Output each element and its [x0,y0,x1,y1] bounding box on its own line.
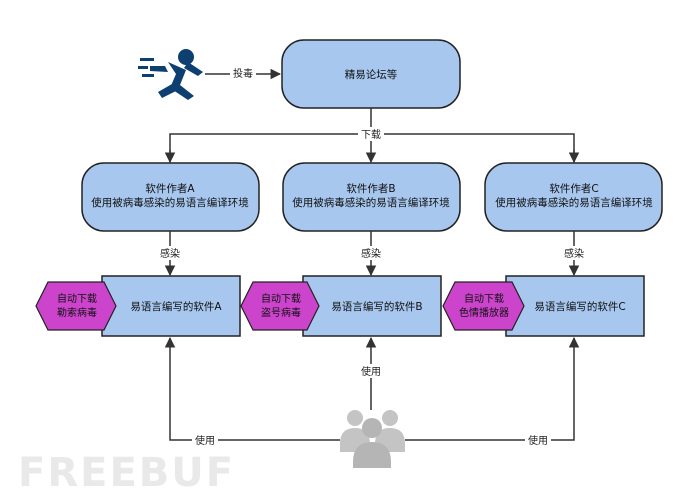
payload-c-hex [442,281,525,331]
users-group-icon [340,410,405,468]
author-c-subtitle: 使用被病毒感染的易语言编译环境 [495,196,653,209]
edge-infect-a-label: 感染 [160,247,180,260]
payload-b-line1: 自动下载 [261,292,301,305]
author-b-subtitle: 使用被病毒感染的易语言编译环境 [292,196,450,209]
edge-use-left [164,336,340,441]
edge-use-right-label: 使用 [528,434,548,447]
software-a-node [101,275,241,337]
payload-c-line2: 色情播放器 [459,306,509,319]
edge-poison-label-bg [230,66,256,80]
edge-infect-a-label-bg [157,246,183,260]
edge-use-left-label: 使用 [195,434,215,447]
edge-infect-c-label-bg [561,246,587,260]
edge-infect-b-label: 感染 [361,247,381,260]
author-a-title: 软件作者A [145,182,195,195]
running-man-icon [138,49,203,100]
edge-infect-c-label: 感染 [564,247,584,260]
payload-a-line1: 自动下载 [57,292,97,305]
software-c-node [505,275,645,337]
software-c-label: 易语言编写的软件C [534,300,625,313]
edge-use-right-label-bg [525,433,551,447]
software-b-node [302,275,442,337]
payload-b-hex [240,281,320,331]
payload-a-line2: 勒索病毒 [57,306,97,319]
author-b-title: 软件作者B [346,182,395,195]
edge-download-label: 下载 [361,129,381,141]
payload-b-line2: 盗号病毒 [261,306,301,319]
watermark-text: FREEBUF [18,450,235,495]
edge-poison-label: 投毒 [233,67,253,80]
edge-use-center-label: 使用 [361,365,381,378]
forum-node-label: 精易论坛等 [345,68,398,81]
software-a-label: 易语言编写的软件A [130,300,222,313]
edge-infect-b-label-bg [358,246,384,260]
author-c-title: 软件作者C [549,182,598,195]
payload-a-hex [35,281,117,331]
software-b-label: 易语言编写的软件B [331,300,422,313]
edge-use-right [405,336,580,441]
payload-c-line1: 自动下载 [464,292,504,305]
author-a-subtitle: 使用被病毒感染的易语言编译环境 [91,196,249,209]
edge-download-label-bg [358,127,384,141]
edge-use-left-label-bg [192,433,218,447]
edge-use-center-label-bg [358,364,384,378]
